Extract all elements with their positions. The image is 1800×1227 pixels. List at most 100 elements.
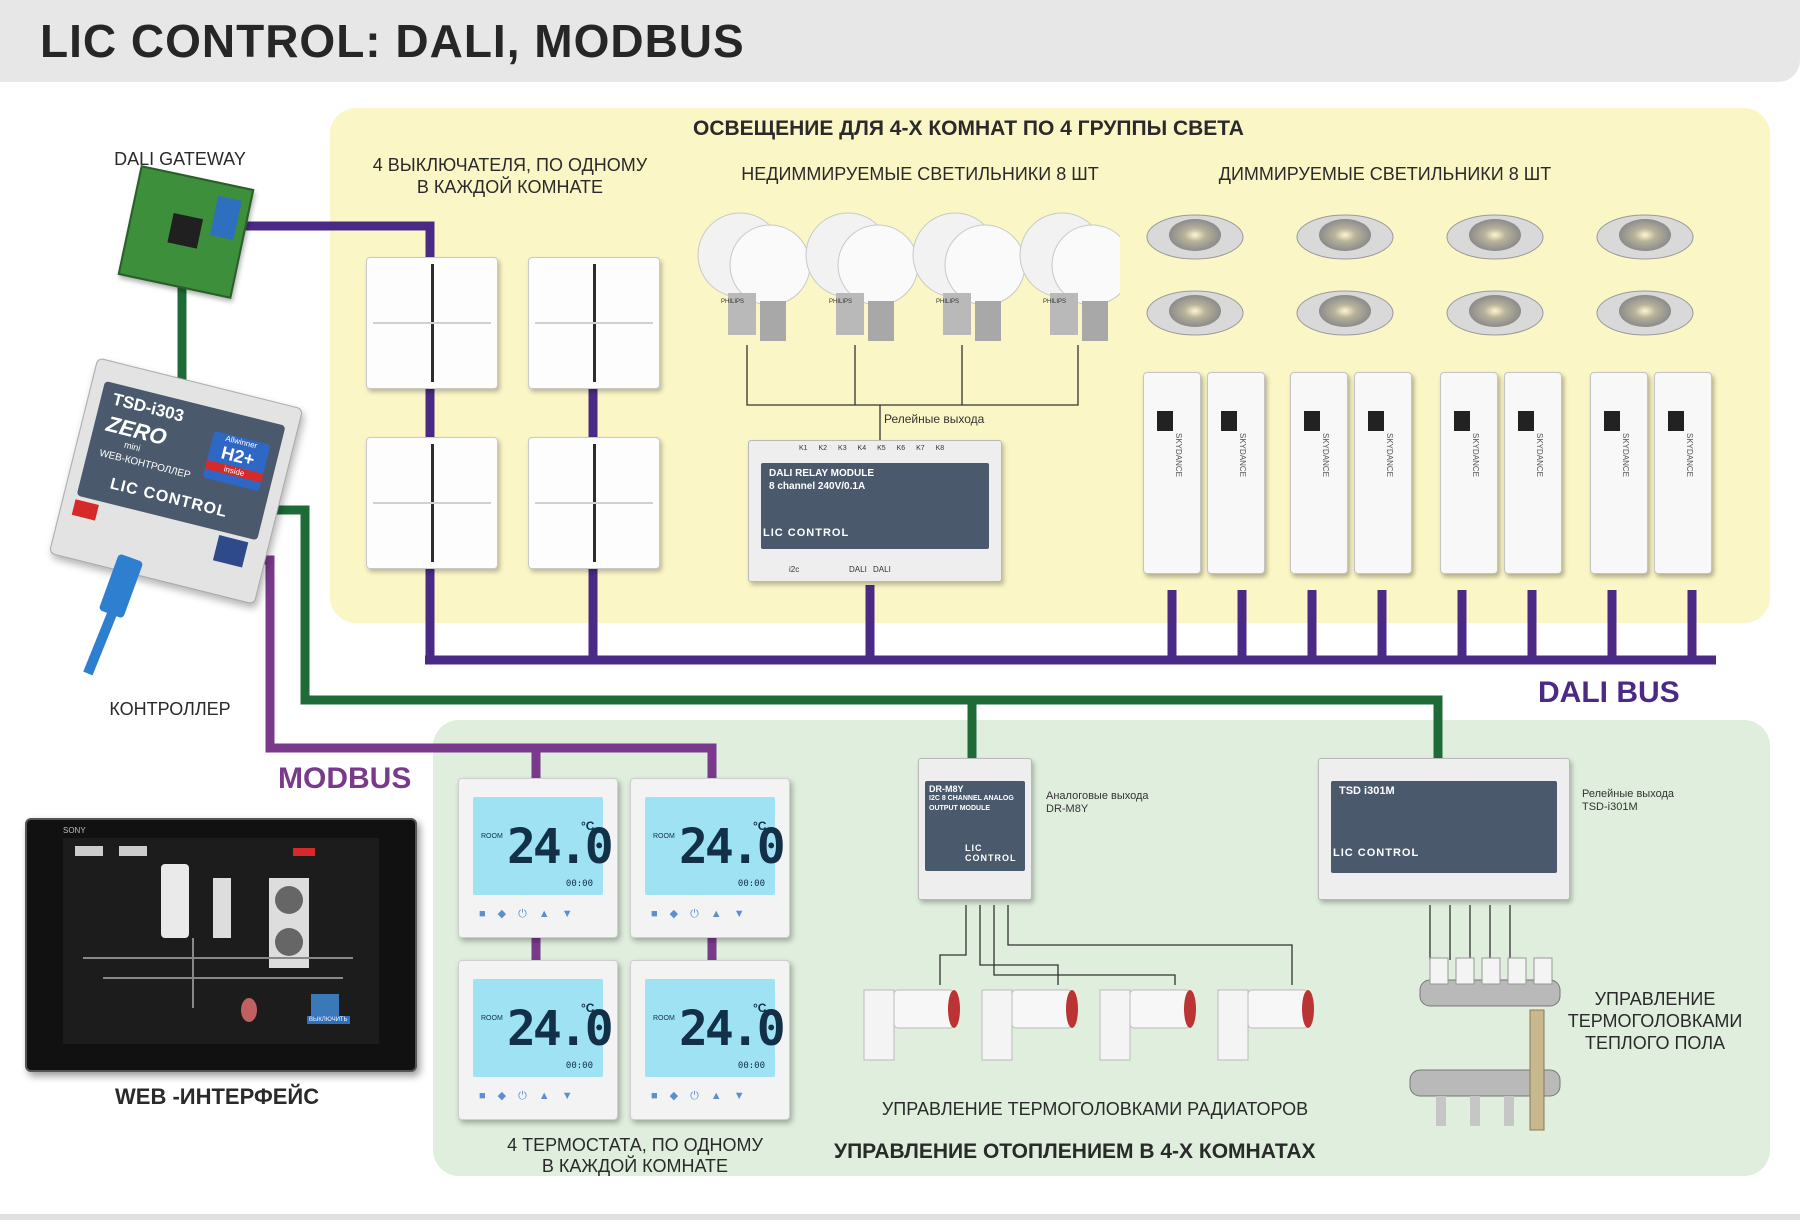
controller-face: TSD-i303 ZERO mini WEB-КОНТРОЛЛЕР Allwin… — [76, 380, 286, 541]
thermostat-2-buttons[interactable]: ■◆⏻▲▼ — [651, 908, 757, 920]
dali-gateway-board — [117, 165, 255, 299]
thermostat-2-screen: ROOM 24.0 °C 00:00 — [645, 797, 786, 895]
allwinner-badge: Allwinner H2+ inside — [202, 430, 271, 492]
analog-desc-line1: Аналоговые выхода — [1046, 790, 1149, 802]
web-tablet: SONY ВЫКЛЮЧИТЬ — [25, 818, 417, 1072]
thermostat-4: ROOM 24.0 °C 00:00 ■◆⏻▲▼ — [630, 960, 790, 1120]
tsd-model: TSD i301M — [1339, 785, 1395, 797]
thermostat-4-buttons[interactable]: ■◆⏻▲▼ — [651, 1090, 757, 1102]
controller-power-terminal — [71, 499, 99, 521]
thermostat-unit: °C — [753, 819, 767, 833]
bulb-group-2 — [805, 212, 919, 341]
thermostat-3: ROOM 24.0 °C 00:00 ■◆⏻▲▼ — [458, 960, 618, 1120]
thermostats-label-line1: 4 ТЕРМОСТАТА, ПО ОДНОМУ — [507, 1135, 763, 1155]
tablet-brand: SONY — [63, 826, 86, 835]
dali-driver-5: SKYDANCE — [1440, 372, 1498, 574]
relay-module-tsd: TSD i301M LIC CONTROL — [1318, 758, 1570, 900]
bulb-group-1 — [697, 212, 811, 341]
dali-driver-4: SKYDANCE — [1354, 372, 1412, 574]
bulb-brand-2: PHILIPS — [829, 299, 853, 305]
modbus-label: MODBUS — [278, 762, 412, 795]
switches-label-line2: В КАЖДОЙ КОМНАТЕ — [416, 177, 604, 197]
relay-module-dali-2: DALI — [873, 565, 891, 574]
analog-module-face: DR-M8Y I2C 8 CHANNEL ANALOG OUTPUT MODUL… — [925, 781, 1025, 871]
driver-1-brand: SKYDANCE — [1174, 433, 1183, 478]
nondim-bulbs — [697, 212, 1120, 341]
web-label: WEB -ИНТЕРФЕЙС — [115, 1084, 320, 1109]
terminal-k1: K1 — [799, 445, 808, 452]
floor-manifold — [1409, 957, 1561, 1131]
wall-switch-3 — [366, 437, 498, 569]
thermostat-room: ROOM — [653, 833, 675, 840]
bulb-group-3 — [912, 212, 1026, 341]
dali-driver-8: SKYDANCE — [1654, 372, 1712, 574]
controller-label: КОНТРОЛЛЕР — [109, 699, 231, 719]
thermostat-2: ROOM 24.0 °C 00:00 ■◆⏻▲▼ — [630, 778, 790, 938]
green-wires — [177, 285, 1443, 758]
heating-heading: УПРАВЛЕНИЕ ОТОПЛЕНИЕМ В 4-Х КОМНАТАХ — [834, 1140, 1316, 1163]
terminal-k5: K5 — [877, 445, 886, 452]
driver-8-brand: SKYDANCE — [1685, 433, 1694, 478]
floor-label-line1: УПРАВЛЕНИЕ — [1594, 989, 1716, 1009]
dali-driver-1: SKYDANCE — [1143, 372, 1201, 574]
driver-2-brand: SKYDANCE — [1238, 433, 1247, 478]
valve-1 — [863, 989, 960, 1061]
title-bar — [0, 0, 1800, 82]
relay-module-face: DALI RELAY MODULE 8 channel 240V/0.1A — [761, 463, 989, 549]
thermostat-unit: °C — [753, 1001, 767, 1015]
gateway-chip — [167, 213, 204, 249]
bottom-divider — [0, 1214, 1800, 1220]
terminal-k7: K7 — [916, 445, 925, 452]
tsd-module-face: TSD i301M — [1331, 781, 1557, 873]
thermostat-temp: 24.0 — [679, 1001, 786, 1057]
downlights — [1146, 214, 1694, 336]
thermostat-3-screen: ROOM 24.0 °C 00:00 — [473, 979, 614, 1077]
valve-2 — [981, 989, 1078, 1061]
tsd-brand: LIC CONTROL — [1333, 847, 1420, 859]
terminal-k3: K3 — [838, 445, 847, 452]
dali-bus-label: DALI BUS — [1538, 676, 1680, 709]
driver-3-brand: SKYDANCE — [1321, 433, 1330, 478]
scada-screen — [75, 846, 353, 1022]
thermostat-unit: °C — [581, 819, 595, 833]
thermostat-room: ROOM — [653, 1015, 675, 1022]
relay-module-line2: 8 channel 240V/0.1A — [769, 481, 866, 492]
driver-4-brand: SKYDANCE — [1385, 433, 1394, 478]
thermostat-clock: 00:00 — [565, 879, 593, 889]
thermostat-3-buttons[interactable]: ■◆⏻▲▼ — [479, 1090, 585, 1102]
thermostat-room: ROOM — [481, 1015, 503, 1022]
bulb-brand-4: PHILIPS — [1043, 299, 1067, 305]
driver-7-brand: SKYDANCE — [1621, 433, 1630, 478]
dali-driver-3: SKYDANCE — [1290, 372, 1348, 574]
wall-switch-4 — [528, 437, 660, 569]
terminal-k6: K6 — [896, 445, 906, 452]
controller-brand: LIC CONTROL — [108, 475, 230, 522]
floor-label-line2: ТЕРМОГОЛОВКАМИ — [1567, 1011, 1743, 1031]
thermostat-1-screen: ROOM 24.0 °C 00:00 — [473, 797, 614, 895]
thermostat-1: ROOM 24.0 °C 00:00 ■◆⏻▲▼ — [458, 778, 618, 938]
thermostat-clock: 00:00 — [737, 879, 765, 889]
floor-label-line3: ТЕПЛОГО ПОЛА — [1584, 1033, 1726, 1053]
wall-switch-2 — [528, 257, 660, 389]
relay-module-terminals: K1 K2 K3 K4 K5 K6 K7 K8 — [799, 445, 944, 452]
switches-label-line1: 4 ВЫКЛЮЧАТЕЛЯ, ПО ОДНОМУ — [372, 155, 648, 175]
analog-desc-line2: DR-M8Y — [1046, 803, 1089, 815]
dali-driver-6: SKYDANCE — [1504, 372, 1562, 574]
thermostat-4-screen: ROOM 24.0 °C 00:00 — [645, 979, 786, 1077]
thermostat-unit: °C — [581, 1001, 595, 1015]
wall-switch-1 — [366, 257, 498, 389]
relay-outputs-label: Релейные выхода — [884, 412, 985, 426]
valve-3 — [1099, 989, 1196, 1061]
terminal-k4: K4 — [857, 445, 867, 452]
thermostat-temp: 24.0 — [507, 819, 614, 875]
thermostat-1-buttons[interactable]: ■◆⏻▲▼ — [479, 908, 585, 920]
driver-6-brand: SKYDANCE — [1535, 433, 1544, 478]
analog-brand: LIC CONTROL — [965, 843, 1017, 863]
analog-line1: I2C 8 CHANNEL ANALOG — [929, 795, 1014, 802]
radiators-label: УПРАВЛЕНИЕ ТЕРМОГОЛОВКАМИ РАДИАТОРОВ — [881, 1099, 1309, 1119]
terminal-k2: K2 — [818, 445, 828, 452]
tablet-off-button[interactable]: ВЫКЛЮЧИТЬ — [307, 1016, 350, 1024]
thermostat-clock: 00:00 — [565, 1061, 593, 1071]
dali-relay-module: DALI RELAY MODULE 8 channel 240V/0.1A LI… — [748, 440, 1002, 582]
relay-module-brand: LIC CONTROL — [763, 527, 850, 539]
